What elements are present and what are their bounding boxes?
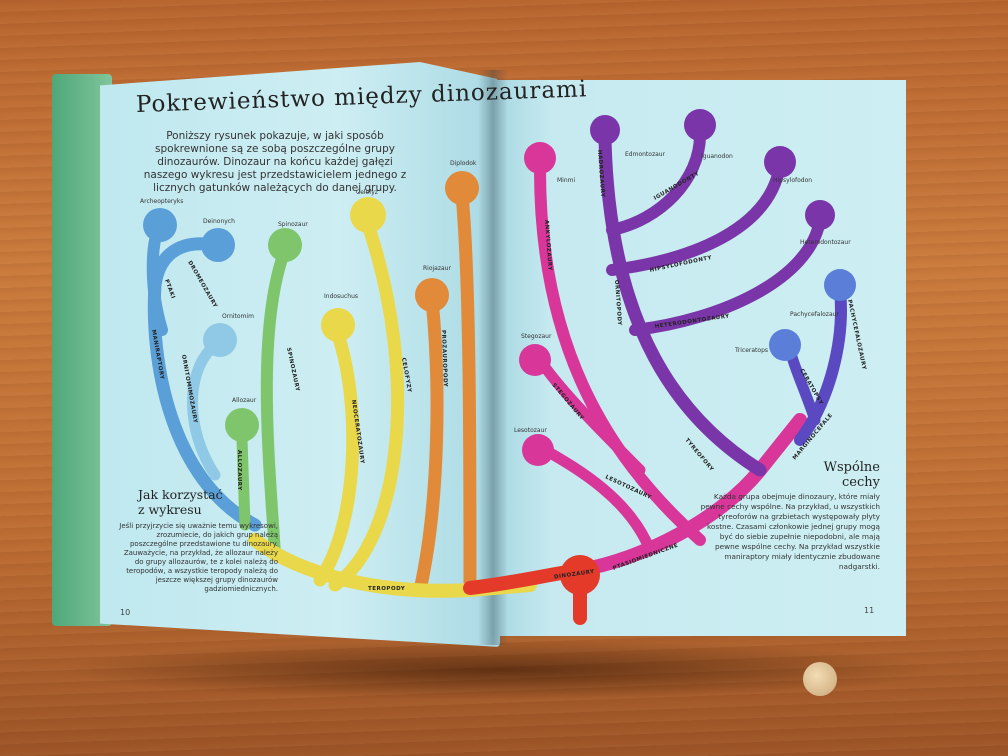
label-ornitomim: Ornitomim <box>222 313 254 320</box>
branch-allozaur <box>236 434 251 531</box>
howto-heading-line1: Jak korzystać <box>138 487 223 502</box>
group-tyreofory: TYREOFORY <box>683 437 714 473</box>
page-number-right: 11 <box>864 606 875 615</box>
group-ankylozaury: ANKYLOZAURY <box>543 220 553 272</box>
common-features-heading: Wspólne cechy <box>790 460 880 490</box>
howto-heading: Jak korzystać z wykresu <box>138 487 223 517</box>
branch-celofyzy <box>328 218 405 592</box>
node-hipsylofodon <box>764 146 796 178</box>
group-dinozaury: DINOZAURY <box>554 569 596 581</box>
label-iguanodon: Iguanodon <box>701 153 733 160</box>
branch-ornitopody <box>598 133 767 477</box>
label-riojazaur: Riojazaur <box>423 265 451 272</box>
branch-spinozaury <box>260 244 291 561</box>
group-teropody: TEROPODY <box>368 586 406 592</box>
label-lesotozaur: Lesotozaur <box>514 427 547 434</box>
label-pachycefalozaur: Pachycefalozaur <box>790 311 839 318</box>
node-riojazaur <box>415 278 449 312</box>
label-archeopteryks: Archeopteryks <box>140 198 183 205</box>
label-hipsylofodon: Hipsylofodon <box>773 177 812 184</box>
page-number-left: 10 <box>120 608 131 617</box>
branch-lesotozaury <box>539 444 656 556</box>
branch-neoceratozaury <box>313 328 360 587</box>
branch-hipsylofodonty <box>606 159 786 276</box>
branch-prozauropody <box>413 293 444 597</box>
howto-paragraph: Jeśli przyjrzycie się uważnie temu wykre… <box>119 522 278 593</box>
intro-paragraph: Poniższy rysunek pokazuje, w jaki sposób… <box>143 130 407 194</box>
branch-teropody <box>248 533 537 598</box>
common-heading-line1: Wspólne <box>823 460 880 475</box>
node-stegozaur <box>519 344 551 376</box>
label-celofyz: Celofyz <box>356 189 378 196</box>
label-diplodok: Diplodok <box>450 160 477 167</box>
howto-heading-line2: z wykresu <box>138 502 202 517</box>
branch-marginocefale <box>794 284 847 446</box>
label-heterodontozaur: Heterodontozaur <box>800 239 851 246</box>
node-celofyz <box>350 197 386 233</box>
label-minmi: Minmi <box>557 177 575 184</box>
label-edmontozaur: Edmontozaur <box>625 151 666 158</box>
book-gutter <box>478 70 508 645</box>
label-allozaur: Allozaur <box>232 397 257 404</box>
label-triceratops: Triceratops <box>734 347 768 354</box>
node-allozaur <box>225 408 259 442</box>
node-pachycefalozaur <box>824 269 856 301</box>
label-stegozaur: Stegozaur <box>521 333 552 340</box>
label-deinonych: Deinonych <box>203 218 235 225</box>
branch-diplodok <box>455 188 477 592</box>
branch-ankylozaury <box>534 164 706 546</box>
node-heterodontozaur <box>805 200 835 230</box>
group-ptaki: PTAKI <box>163 279 176 300</box>
node-deinonych <box>201 228 235 262</box>
node-diplodok <box>445 171 479 205</box>
node-dinozaury <box>560 555 600 595</box>
group-spinozaury: SPINOZAURY <box>285 347 300 393</box>
branch-heterodontozaury <box>629 214 826 336</box>
group-pachycefalozaury: PACHYCEFALOZAURY <box>846 299 867 371</box>
common-heading-line2: cechy <box>842 475 880 490</box>
node-spinozaur <box>268 228 302 262</box>
group-allozaury: ALLOZAURY <box>236 450 242 491</box>
node-edmontozaur <box>590 115 620 145</box>
label-spinozaur: Spinozaur <box>278 221 308 228</box>
node-minmi <box>524 142 556 174</box>
branch-stegozaury <box>534 354 646 476</box>
group-hadrozaury: HADROZAURY <box>596 150 605 199</box>
common-features-paragraph: Każda grupa obejmuje dinozaury, które mi… <box>700 492 880 571</box>
node-triceratops <box>769 329 801 361</box>
node-lesotozaur <box>522 434 554 466</box>
group-dromeozaury: DROMEOZAURY <box>186 260 218 310</box>
label-indosuchus: Indosuchus <box>324 293 358 300</box>
group-ornitopody: ORNITOPODY <box>613 280 622 327</box>
node-archeopteryks <box>143 208 177 242</box>
node-iguanodon <box>684 109 716 141</box>
book-shadow <box>60 640 940 700</box>
coin <box>803 662 837 696</box>
group-prozauropody: PROZAUROPODY <box>440 330 448 388</box>
node-indosuchus <box>321 308 355 342</box>
node-ornitomim <box>203 323 237 357</box>
branch-iguanodonty <box>606 129 706 236</box>
branch-ornitomim <box>187 339 221 481</box>
